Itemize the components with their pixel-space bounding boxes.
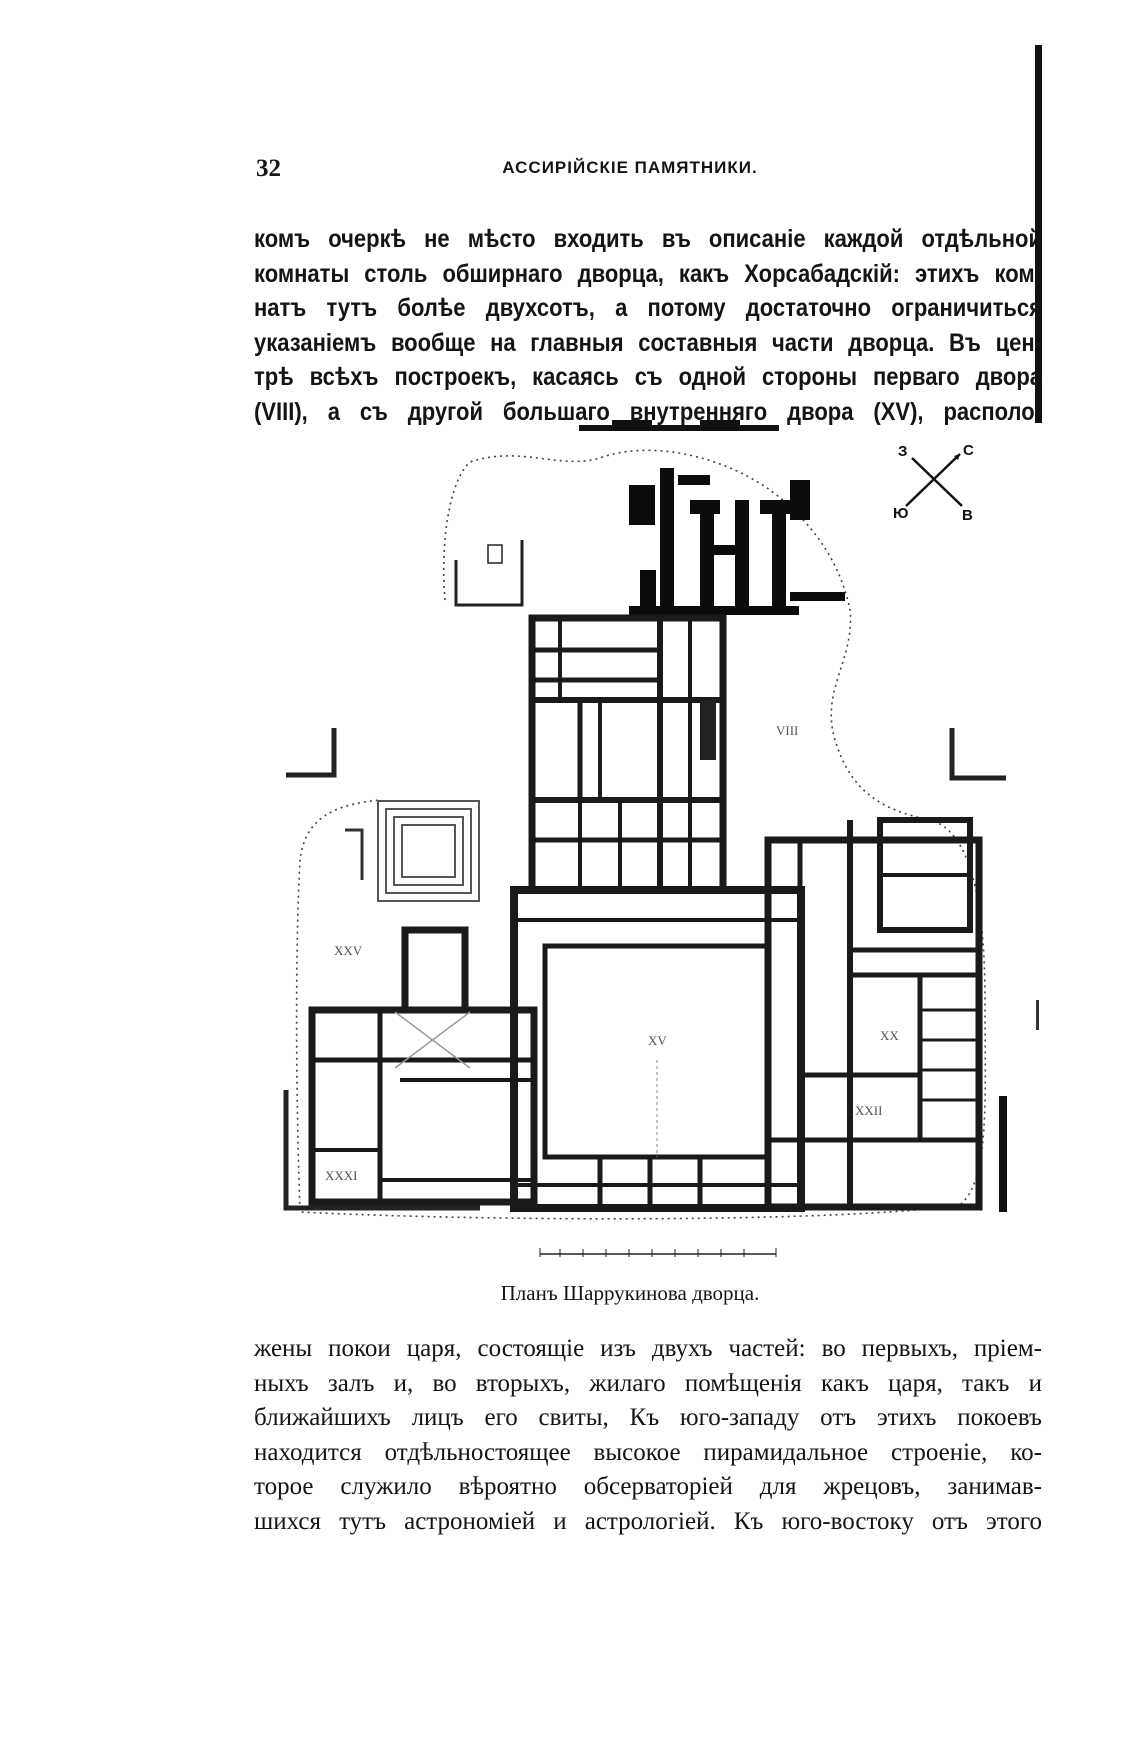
- text-line: комнаты столь обширнаго дворца, какъ Хор…: [254, 258, 1042, 287]
- ziggurat-observatory: [377, 800, 480, 902]
- plan-label-xv: XV: [648, 1033, 667, 1048]
- ramp-wall: [579, 420, 779, 431]
- paragraph-bottom: жены покои царя, состоящіе изъ двухъ час…: [254, 1332, 1042, 1540]
- court-xv-ring: [510, 886, 805, 1212]
- plan-label-xx: XX: [880, 1028, 899, 1043]
- southwest-enclosure-wall: [283, 1090, 480, 1211]
- plan-label-xxxi: XXXI: [325, 1168, 358, 1183]
- east-enclosure-wall: [949, 728, 1006, 781]
- figure-caption: Планъ Шаррукинова дворца.: [500, 1281, 760, 1305]
- text-line: жены покои царя, состоящіе изъ двухъ час…: [254, 1335, 1042, 1362]
- compass-west: З: [898, 443, 907, 460]
- compass-rose: З С Ю В: [893, 442, 974, 524]
- west-terrace-wall-fragment: [345, 828, 364, 880]
- plan-label-xxii: XXII: [855, 1103, 882, 1118]
- terrace-outline: [295, 449, 987, 1220]
- scan-edge-mark: [1036, 1000, 1039, 1030]
- west-outbuilding: [454, 540, 524, 607]
- text-line: торое служило вѣроятно обсерваторіей для…: [254, 1473, 1042, 1501]
- page-number: 32: [256, 155, 281, 182]
- plan-label-xxv: XXV: [334, 943, 363, 958]
- text-line: шихся тутъ астрономіей и астрологіей. Къ…: [254, 1507, 1042, 1535]
- scan-edge-shadow: [1035, 45, 1042, 423]
- west-enclosure-wall: [286, 728, 337, 778]
- text-line: указаніемъ вообще на главныя составныя ч…: [254, 328, 1042, 357]
- compass-east: В: [962, 507, 973, 524]
- paragraph-top: комъ очеркѣ не мѣсто входить въ описаніе…: [254, 222, 1042, 430]
- running-title: АССИРІЙСКІЕ ПАМЯТНИКИ.: [502, 158, 758, 177]
- palace-plan-figure: VIII XV XXV XX XXII XXXI З С Ю В: [283, 420, 1007, 1257]
- text-line: ближайшихъ лицъ его свиты, Къ юго-западу…: [254, 1404, 1042, 1432]
- north-gate-block: [629, 468, 845, 618]
- text-line: трѣ всѣхъ построекъ, касаясь съ одной ст…: [254, 362, 1042, 391]
- west-wing: [308, 926, 538, 1206]
- east-wing: [764, 817, 983, 1211]
- text-line: ныхъ залъ и, во вторыхъ, жилаго помѣщені…: [254, 1369, 1042, 1397]
- plan-label-viii: VIII: [776, 723, 798, 738]
- compass-north: С: [963, 442, 974, 459]
- compass-south: Ю: [893, 505, 908, 522]
- text-line: находится отдѣльностоящее высокое пирами…: [254, 1438, 1042, 1466]
- central-block: [528, 614, 727, 894]
- text-line: комъ очеркѣ не мѣсто входить въ описаніе…: [254, 224, 1042, 253]
- scale-bar: [539, 1248, 777, 1257]
- text-line: натъ тутъ болѣе двухсотъ, а потому доста…: [254, 293, 1042, 322]
